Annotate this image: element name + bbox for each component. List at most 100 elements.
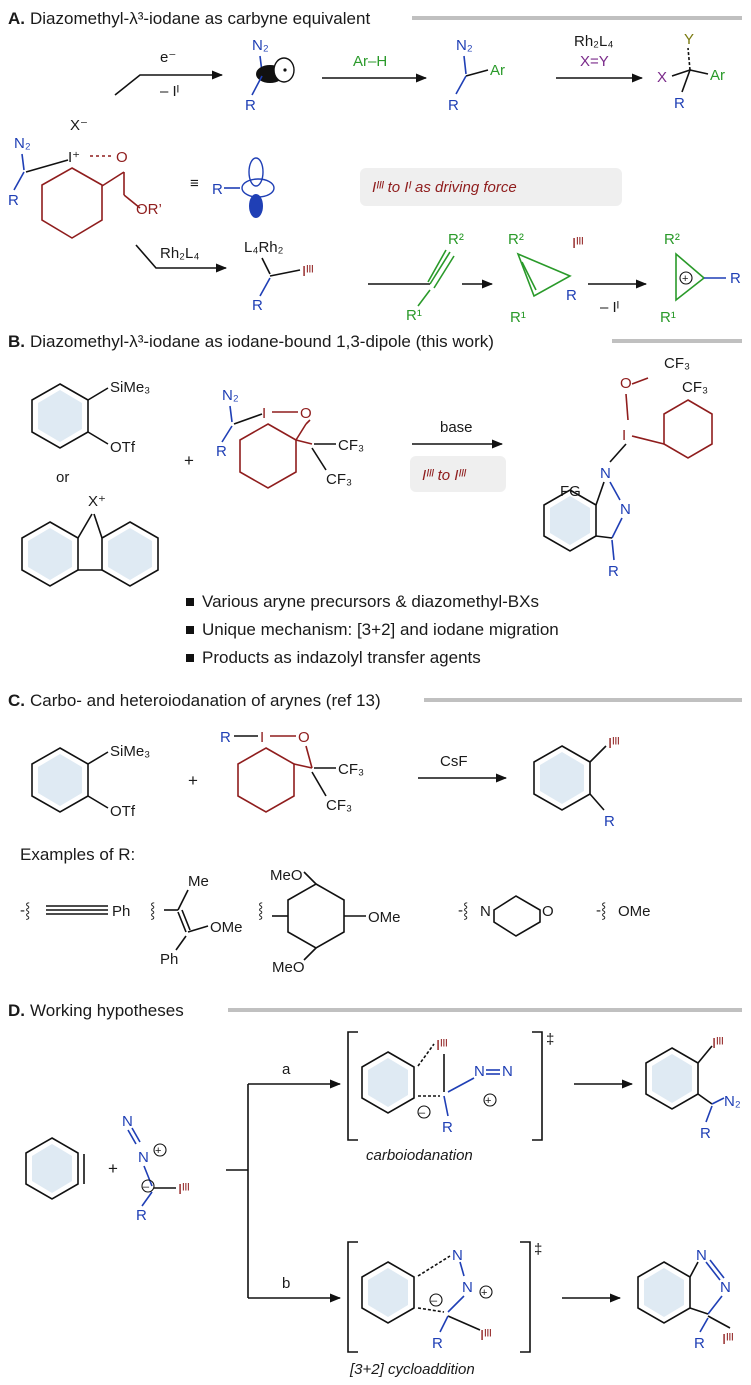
bullet-2: Unique mechanism: [3+2] and iodane migra… bbox=[202, 620, 559, 639]
reagent-ester: OR’ bbox=[136, 201, 162, 218]
c-triflate-group: OTf bbox=[110, 803, 136, 820]
product-y: Y bbox=[684, 31, 694, 48]
indazolyl-bx-product: O CF₃ CF₃ I FG N N R bbox=[543, 355, 713, 580]
carbyne-orbital-icon: R bbox=[212, 157, 275, 218]
c-product: Iᴵᴵᴵ R bbox=[533, 735, 620, 830]
bx-iodine: I bbox=[262, 405, 266, 422]
diazomethyl-bx-reagent: N₂ R I O CF₃ CF₃ bbox=[216, 387, 364, 489]
bx-r: R bbox=[216, 443, 227, 460]
cyclopropene-r1: R¹ bbox=[510, 309, 526, 326]
section-c-title: Carbo- and heteroiodanation of arynes (r… bbox=[30, 691, 381, 710]
bullet-icon bbox=[186, 598, 194, 606]
wavy-bond-icon: -⸾ bbox=[458, 902, 468, 920]
or-label: or bbox=[56, 469, 69, 486]
ts-b-negative-icon: – bbox=[431, 1295, 438, 1307]
cyclopropenium-r2: R² bbox=[664, 231, 680, 248]
ts-a-positive-icon: + bbox=[485, 1095, 491, 1107]
product-b: N N Iᴵᴵᴵ R bbox=[637, 1247, 734, 1352]
product-cf3-a: CF₃ bbox=[664, 355, 690, 372]
cyclopropene-r: R bbox=[566, 287, 577, 304]
product-a-r: R bbox=[700, 1125, 711, 1142]
arrow2-top-label: Ar–H bbox=[353, 53, 387, 70]
ts-a-n1: N bbox=[474, 1063, 485, 1080]
onium-x: X⁺ bbox=[88, 493, 106, 510]
reagent-oxygen: O bbox=[116, 149, 128, 166]
radical-n2: N₂ bbox=[252, 37, 269, 54]
section-d-letter: D. bbox=[8, 1001, 25, 1020]
cyclopropenium-r: R bbox=[730, 270, 741, 287]
wavy-bond-icon: -⸾ bbox=[596, 902, 606, 920]
bullet-3: Products as indazolyl transfer agents bbox=[202, 648, 481, 667]
ts-a-iodane: Iᴵᴵᴵ bbox=[436, 1037, 448, 1054]
c-silyl-group: SiMe₃ bbox=[110, 743, 150, 760]
section-c-plus: + bbox=[188, 771, 198, 790]
cyclopropenium-r1: R¹ bbox=[660, 309, 676, 326]
driving-force-label: Iᴵᴵᴵ to Iᴵ as driving force bbox=[372, 179, 517, 196]
example-morpholine-o: O bbox=[542, 903, 554, 920]
section-d: D. Working hypotheses + N N + – Iᴵᴵᴵ R bbox=[8, 1001, 742, 1378]
ts-a-negative-icon: – bbox=[419, 1107, 426, 1119]
product-x: X bbox=[657, 69, 667, 86]
alkyne: R² R¹ bbox=[406, 231, 464, 324]
c-cf3-a: CF₃ bbox=[338, 761, 364, 778]
product-a-iodane: Iᴵᴵᴵ bbox=[712, 1035, 724, 1052]
dipole-n-central: N bbox=[138, 1149, 149, 1166]
section-b: B. Diazomethyl-λ³-iodane as iodane-bound… bbox=[8, 332, 742, 667]
carbyne-r: R bbox=[212, 181, 223, 198]
ts-b-n2: N bbox=[462, 1279, 473, 1296]
base-label: base bbox=[440, 419, 473, 436]
aryl-diazo-n2: N₂ bbox=[456, 37, 473, 54]
radical-r: R bbox=[245, 97, 256, 114]
cation-charge-icon: + bbox=[682, 273, 688, 285]
ts-b-iodane: Iᴵᴵᴵ bbox=[480, 1327, 492, 1344]
example-vinyl-me: Me bbox=[188, 873, 209, 890]
carbenoid-rh: L₄Rh₂ bbox=[244, 239, 284, 256]
ts-b-dagger: ‡ bbox=[534, 1241, 542, 1258]
bx-cf3-a: CF₃ bbox=[338, 437, 364, 454]
silyl-triflate-precursor: SiMe₃ OTf bbox=[31, 743, 150, 820]
example-alkynyl: -⸾ Ph bbox=[20, 902, 130, 920]
example-trimethoxyphenyl: MeO ⸾ OMe MeO bbox=[258, 867, 401, 976]
reagent-iodine: I⁺ bbox=[68, 149, 80, 166]
section-a-title: Diazomethyl-λ³-iodane as carbyne equival… bbox=[30, 9, 370, 28]
bullet-icon bbox=[186, 626, 194, 634]
rhodium-carbenoid: L₄Rh₂ Iᴵᴵᴵ R bbox=[244, 239, 314, 314]
section-c-letter: C. bbox=[8, 691, 25, 710]
c-reagent-r: R bbox=[220, 729, 231, 746]
c-reagent-iodine: I bbox=[260, 729, 264, 746]
diazomethyl-radical: N₂ R bbox=[245, 37, 295, 114]
arrow1-top-label: e⁻ bbox=[160, 49, 176, 66]
driving-force-banner bbox=[360, 168, 622, 206]
reagent-n2: N₂ bbox=[14, 135, 31, 152]
reagent-r: R bbox=[8, 192, 19, 209]
bx-cf3-b: CF₃ bbox=[326, 471, 352, 488]
section-a-letter: A. bbox=[8, 9, 25, 28]
cyclopropenium-product: R² + R R¹ bbox=[660, 231, 741, 326]
reagent-counterion: X⁻ bbox=[70, 117, 88, 134]
example-alkynyl-ph: Ph bbox=[112, 903, 130, 920]
section-d-title: Working hypotheses bbox=[30, 1001, 184, 1020]
section-b-plus: + bbox=[184, 451, 194, 470]
silyl-group: SiMe₃ bbox=[110, 379, 150, 396]
arrow3-xy-label: X=Y bbox=[580, 53, 609, 70]
diazomethyl-iodane-reagent: X⁻ N₂ R I⁺ O OR’ bbox=[8, 117, 162, 239]
wavy-bond-icon: ⸾ bbox=[150, 902, 155, 920]
iii-to-iii-banner bbox=[410, 456, 506, 492]
arrow1-bottom-label: – Iᴵ bbox=[160, 83, 179, 100]
cyclopropene-intermediate: R² Iᴵᴵᴵ R¹ R bbox=[508, 231, 584, 326]
path-a-label: a bbox=[282, 1061, 291, 1078]
path-b-label: b bbox=[282, 1275, 290, 1292]
bx-n2: N₂ bbox=[222, 387, 239, 404]
c-reagent-oxygen: O bbox=[298, 729, 310, 746]
ts-b-positive-icon: + bbox=[481, 1287, 487, 1299]
product-a-n2: N₂ bbox=[724, 1093, 741, 1110]
ts-a-r: R bbox=[442, 1119, 453, 1136]
transition-state-b: ‡ N N + – Iᴵᴵᴵ R bbox=[347, 1241, 542, 1353]
examples-label: Examples of R: bbox=[20, 845, 135, 864]
arrow4-top-label: Rh₂L₄ bbox=[160, 245, 199, 262]
product-b-n2: N bbox=[720, 1279, 731, 1296]
wavy-bond-icon: -⸾ bbox=[20, 902, 30, 920]
example-aryl-meo-bottom: MeO bbox=[272, 959, 305, 976]
product-r: R bbox=[608, 563, 619, 580]
product-fg: FG bbox=[560, 483, 581, 500]
